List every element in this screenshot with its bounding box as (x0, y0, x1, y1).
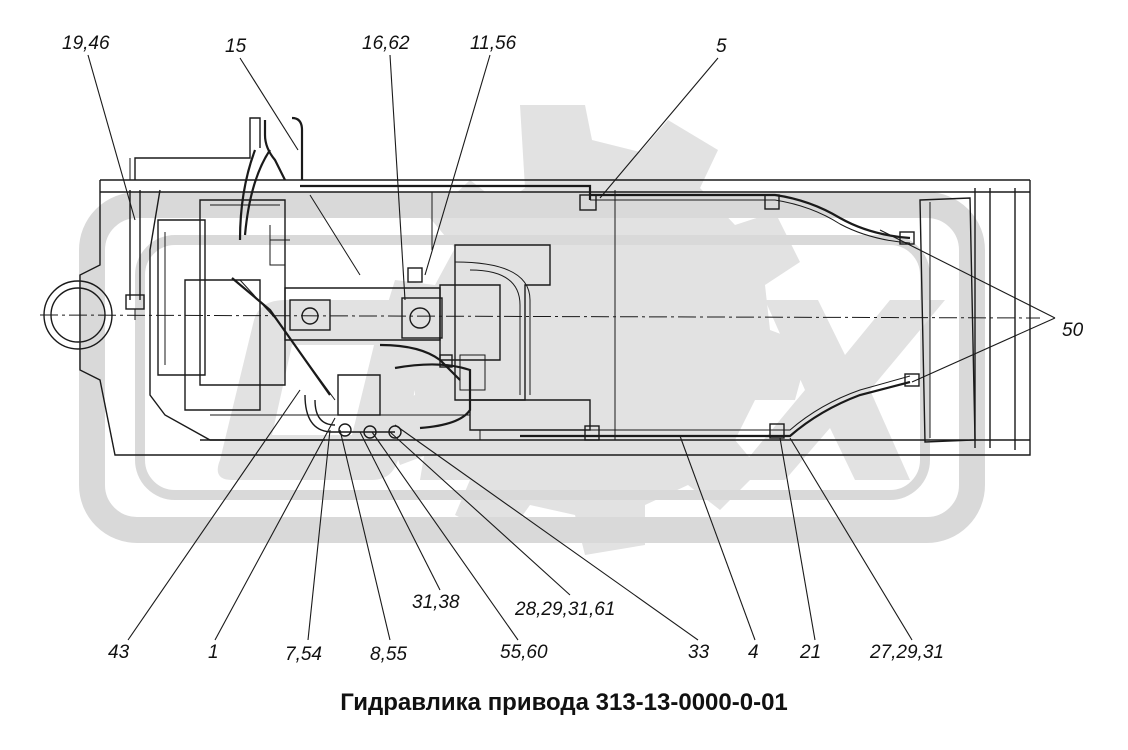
rear-tank (919, 197, 976, 443)
label-21: 21 (799, 642, 821, 663)
label-15: 15 (225, 36, 247, 57)
pump-assembly (284, 244, 591, 440)
label-31-38: 31,38 (412, 592, 460, 613)
label-1: 1 (208, 642, 219, 663)
label-4: 4 (748, 642, 759, 663)
label-55-60: 55,60 (500, 642, 548, 663)
callout-labels: 19,46 15 16,62 11,56 5 50 43 1 7,54 8,55… (62, 33, 1084, 665)
label-43: 43 (108, 642, 130, 663)
chassis-frame (79, 117, 1031, 456)
label-16-62: 16,62 (362, 33, 410, 54)
watermark-frame-inner (135, 235, 930, 500)
label-28-29-31-61: 28,29,31,61 (514, 599, 615, 620)
label-7-54: 7,54 (285, 644, 322, 665)
label-27-29-31: 27,29,31 (869, 642, 944, 663)
label-5: 5 (716, 36, 727, 57)
rod-19-46 (125, 190, 145, 320)
label-33: 33 (688, 642, 710, 663)
leader-lines (87, 54, 1056, 641)
hydraulic-lines (231, 116, 920, 441)
label-19-46: 19,46 (62, 33, 110, 54)
label-50: 50 (1062, 320, 1084, 341)
label-8-55: 8,55 (370, 644, 407, 665)
centerline (39, 314, 1041, 319)
watermark-logo (79, 105, 985, 555)
label-11-56: 11,56 (470, 33, 517, 54)
diagram-title: Гидравлика привода 313-13-0000-0-01 (340, 689, 788, 716)
watermark-frame (79, 192, 985, 543)
